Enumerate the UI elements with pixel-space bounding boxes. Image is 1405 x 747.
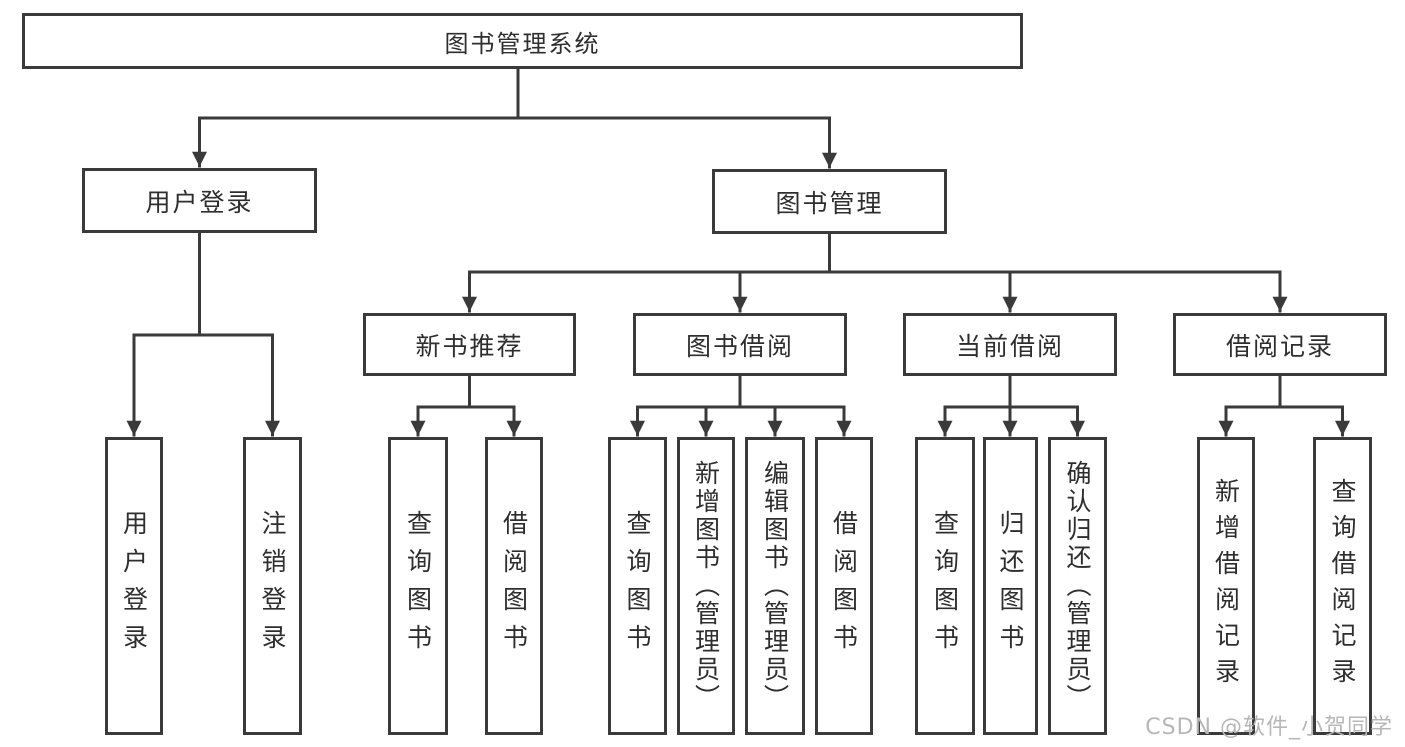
node-label: 新书推荐: [415, 331, 524, 361]
node-label: 新增借阅记录: [1211, 478, 1241, 694]
node-label: 图书借阅: [685, 331, 794, 361]
node-leaf-query-borrow-record: 查询借阅记录: [1313, 437, 1372, 735]
node-label: 查询图书: [623, 510, 652, 662]
node-label: 当前借阅: [955, 331, 1064, 361]
node-book-management-module: 图书管理: [712, 169, 947, 234]
node-root-system: 图书管理系统: [22, 13, 1023, 69]
node-leaf-logout: 注销登录: [243, 437, 302, 735]
node-leaf-query-books-3: 查询图书: [915, 437, 975, 735]
node-leaf-borrow-books-2: 借阅图书: [815, 437, 873, 735]
node-label: 确认归还（管理员）: [1063, 460, 1092, 712]
node-new-book-recommend: 新书推荐: [363, 313, 576, 376]
node-label: 新增图书（管理员）: [691, 460, 721, 712]
node-user-login-module: 用户登录: [82, 168, 317, 233]
node-label: 借阅图书: [829, 510, 859, 662]
node-label: 借阅记录: [1225, 331, 1334, 361]
node-leaf-confirm-return-admin: 确认归还（管理员）: [1048, 437, 1107, 735]
node-label: 图书管理: [775, 188, 884, 218]
node-leaf-query-books-2: 查询图书: [608, 437, 667, 735]
node-label: 借阅图书: [499, 510, 529, 662]
node-label: 用户登录: [145, 187, 254, 217]
node-label: 图书管理系统: [444, 29, 601, 58]
node-label: 查询借阅记录: [1328, 478, 1357, 694]
node-leaf-user-login: 用户登录: [105, 437, 163, 735]
node-book-borrowing: 图书借阅: [633, 313, 847, 376]
node-label: 注销登录: [258, 510, 287, 662]
node-leaf-query-books-1: 查询图书: [388, 437, 448, 735]
node-current-borrowing: 当前借阅: [903, 313, 1117, 376]
node-leaf-borrow-books-1: 借阅图书: [485, 437, 543, 735]
node-leaf-add-books-admin: 新增图书（管理员）: [677, 437, 735, 735]
node-leaf-add-borrow-record: 新增借阅记录: [1197, 437, 1255, 735]
node-leaf-return-books: 归还图书: [983, 437, 1038, 735]
node-label: 用户登录: [119, 510, 149, 662]
node-leaf-edit-books-admin: 编辑图书（管理员）: [745, 437, 805, 735]
node-label: 归还图书: [996, 510, 1025, 662]
csdn-watermark: CSDN @软件_小贺同学: [1145, 715, 1393, 740]
node-label: 查询图书: [403, 510, 433, 662]
node-label: 查询图书: [930, 510, 960, 662]
node-label: 编辑图书（管理员）: [760, 460, 790, 712]
node-borrowing-records: 借阅记录: [1173, 313, 1387, 376]
